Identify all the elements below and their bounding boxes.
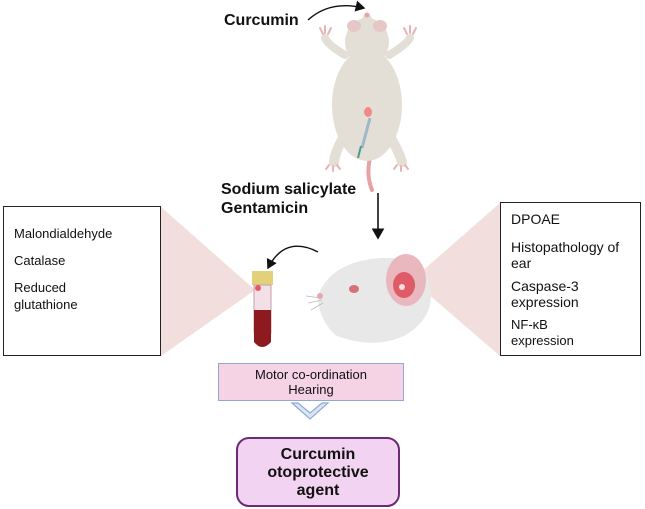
mouse-head-icon: [305, 254, 431, 343]
assessment-item: Caspase-3 expression: [511, 278, 579, 310]
treatment-line-1: Sodium salicylate: [221, 181, 357, 198]
right-cone: [412, 203, 500, 356]
assessment-item: NF-κB expression: [511, 317, 574, 348]
behavior-line-2: Hearing: [288, 382, 334, 397]
conclusion-line-1: Curcumin: [280, 446, 356, 463]
behavior-tests-box: Motor co-ordination Hearing: [218, 363, 404, 401]
syringe-icon: [357, 117, 372, 159]
down-chevron-icon: [290, 402, 330, 420]
curcumin-label: Curcumin: [224, 12, 299, 29]
treatment-label: Sodium salicylate Gentamicin: [221, 180, 356, 218]
treatment-line-2: Gentamicin: [221, 200, 309, 217]
blood-arrow: [266, 245, 319, 270]
blood-tube-icon: [252, 271, 273, 347]
conclusion-line-3: agent: [296, 482, 340, 499]
left-cone: [161, 207, 255, 356]
assessment-item: Histopathology of ear: [511, 239, 620, 271]
marker-item: Catalase: [14, 253, 66, 268]
conclusion-box: Curcumin otoprotective agent: [236, 437, 400, 507]
ear-assessment-box: DPOAE Histopathology of ear Caspase-3 ex…: [500, 202, 641, 356]
behavior-line-1: Motor co-ordination: [255, 367, 367, 382]
marker-item: Malondialdehyde: [14, 226, 113, 241]
curcumin-arrow: [307, 0, 366, 21]
oxidative-markers-box: Malondialdehyde Catalase Reduced glutath…: [3, 206, 161, 356]
assessment-item: DPOAE: [511, 211, 561, 227]
rat-icon: [319, 12, 417, 192]
marker-item: Reduced glutathione: [14, 280, 78, 312]
conclusion-line-2: otoprotective: [267, 464, 369, 481]
